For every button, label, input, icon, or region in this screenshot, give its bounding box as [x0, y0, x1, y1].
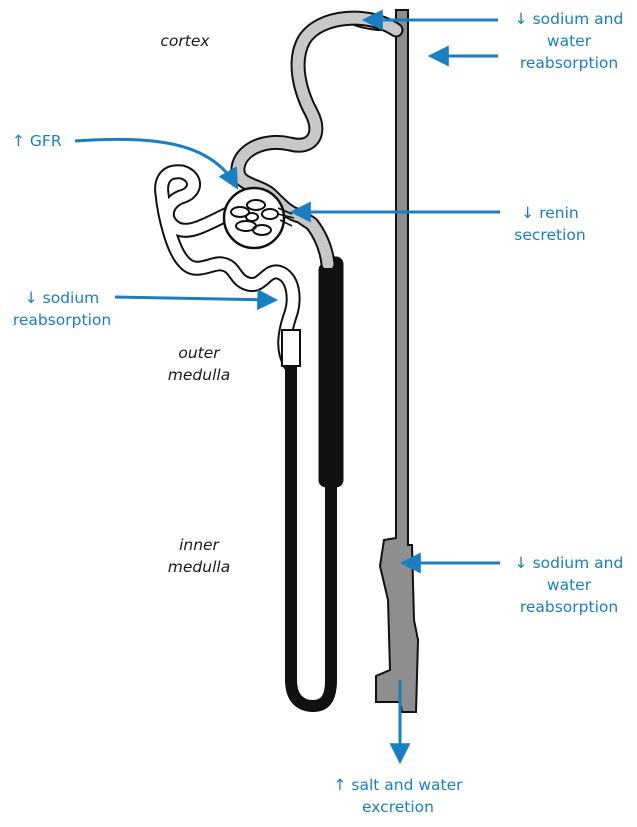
- annotation-sodium-left-line-2: reabsorption: [4, 309, 120, 331]
- cortex-label: cortex: [150, 30, 220, 52]
- annotation-gfr: ↑ GFR: [12, 130, 82, 152]
- region-label-cortex: cortex: [150, 30, 220, 52]
- distal-tubule: [238, 18, 396, 480]
- annotation-sodium-left-line-1: ↓ sodium: [4, 287, 120, 309]
- region-label-outer-medulla: outer medulla: [158, 342, 240, 386]
- arrow-gfr: [75, 139, 236, 186]
- region-label-inner-medulla: inner medulla: [158, 534, 240, 578]
- annotation-top-right-line-2: water: [502, 30, 636, 52]
- annotation-top-right: ↓ sodium and water reabsorption: [502, 8, 636, 74]
- annotation-excretion: ↑ salt and water excretion: [318, 774, 478, 818]
- annotation-bottom-right-line-1: ↓ sodium and: [502, 552, 636, 574]
- inner-medulla-line-2: medulla: [158, 556, 240, 578]
- annotation-gfr-text: ↑ GFR: [12, 130, 82, 152]
- annotation-sodium-left: ↓ sodium reabsorption: [4, 287, 120, 331]
- annotation-bottom-right: ↓ sodium and water reabsorption: [502, 552, 636, 618]
- annotation-top-right-line-1: ↓ sodium and: [502, 8, 636, 30]
- outer-medulla-line-2: medulla: [158, 364, 240, 386]
- annotation-renin-line-1: ↓ renin: [500, 202, 600, 224]
- annotation-bottom-right-line-2: water: [502, 574, 636, 596]
- annotation-renin: ↓ renin secretion: [500, 202, 600, 246]
- outer-medulla-line-1: outer: [158, 342, 240, 364]
- annotation-renin-line-2: secretion: [500, 224, 600, 246]
- annotation-excretion-line-2: excretion: [318, 796, 478, 818]
- arrow-sodium-left: [115, 297, 274, 300]
- annotation-top-right-line-3: reabsorption: [502, 52, 636, 74]
- annotation-excretion-line-1: ↑ salt and water: [318, 774, 478, 796]
- annotation-bottom-right-line-3: reabsorption: [502, 596, 636, 618]
- collecting-duct: [352, 10, 418, 712]
- inner-medulla-line-1: inner: [158, 534, 240, 556]
